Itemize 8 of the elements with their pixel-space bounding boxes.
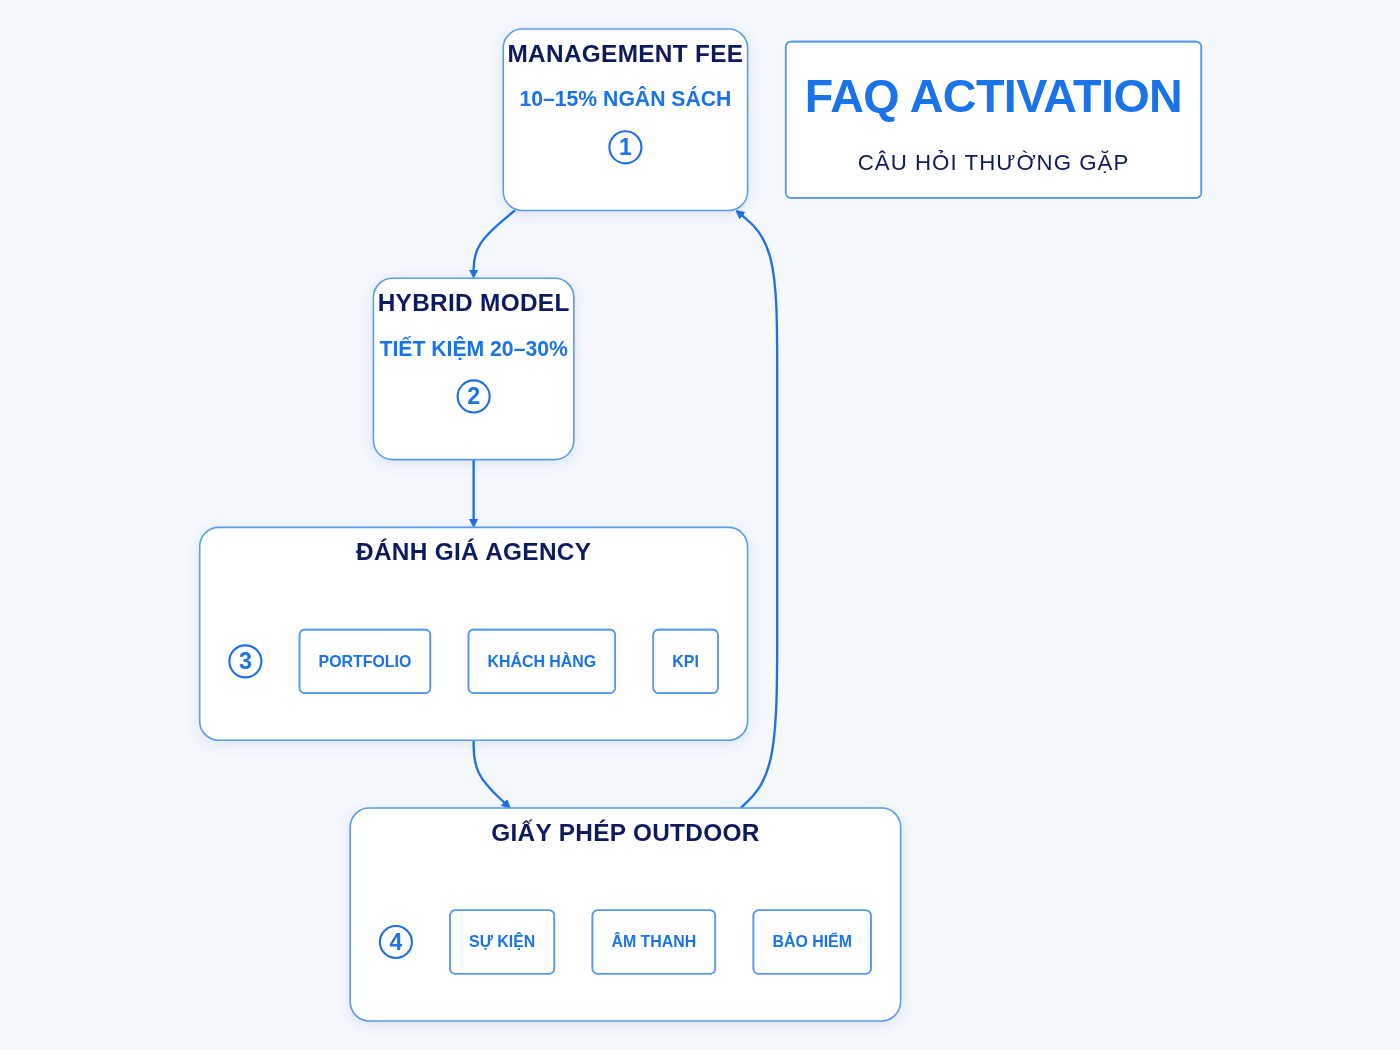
node-circle: 4 [378, 924, 413, 960]
node-circle: 2 [456, 379, 491, 414]
arrow [468, 209, 516, 279]
arrow [468, 459, 478, 528]
node-circle: 3 [227, 644, 262, 679]
arrow [735, 210, 778, 809]
arrow [471, 740, 511, 809]
node-circle: 1 [607, 130, 642, 165]
